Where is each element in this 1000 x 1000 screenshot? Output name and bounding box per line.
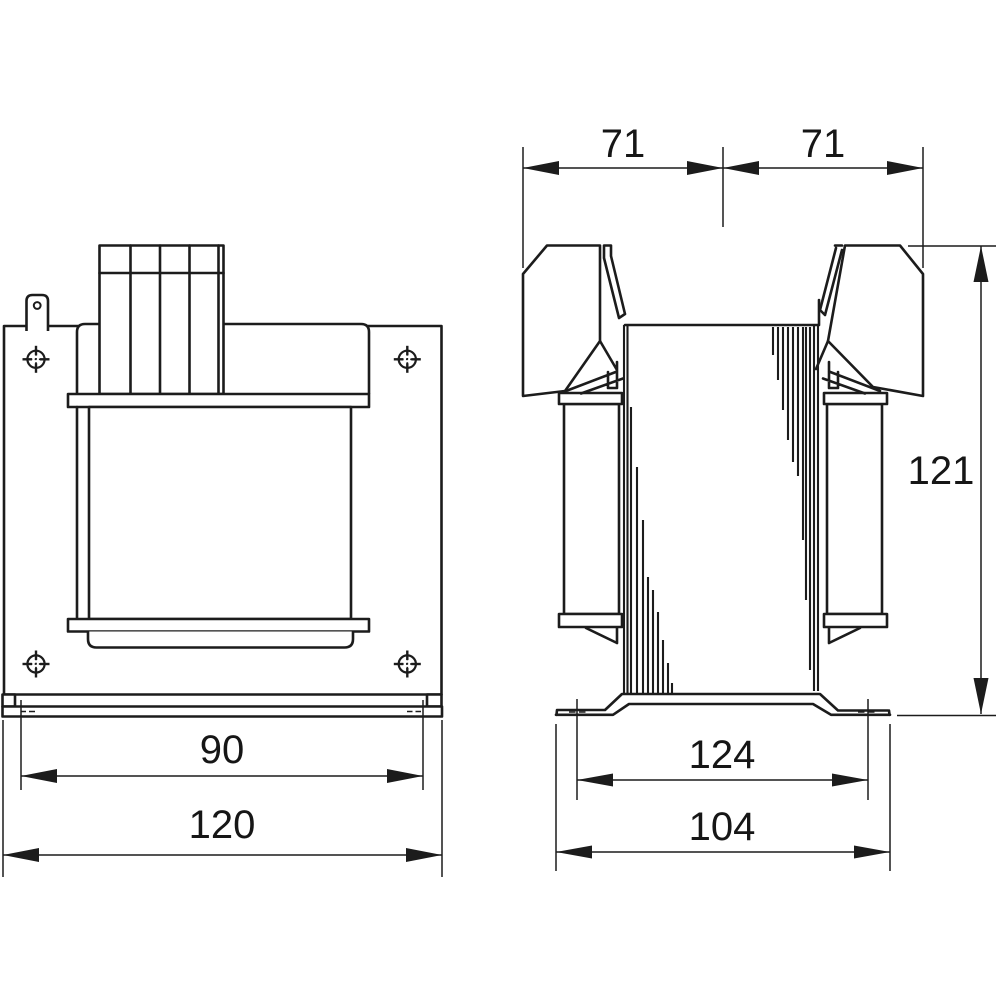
- lamination-hatch-left: [629, 407, 674, 693]
- coil-flange-top: [822, 391, 889, 406]
- bracket-bent-tab: [602, 244, 627, 320]
- arrowhead: [523, 161, 559, 175]
- arrowhead: [21, 769, 57, 783]
- mounting-hole-mark: [393, 650, 421, 678]
- coil-body: [825, 402, 884, 616]
- mounting-foot: [554, 692, 892, 717]
- dimension-label: 124: [689, 733, 756, 777]
- terminal-block-body: [98, 244, 225, 396]
- arrowhead: [832, 773, 868, 787]
- bracket-plate: [521, 244, 602, 398]
- terminal-block: [98, 244, 225, 396]
- coil-gusset: [827, 626, 862, 645]
- mounting-hole-mark: [22, 650, 50, 678]
- arrowhead: [577, 773, 613, 787]
- mounting-hole-marks: [22, 345, 421, 678]
- front-base-plate: [1, 693, 444, 718]
- arrowhead: [406, 848, 442, 862]
- core-column: [622, 323, 820, 693]
- arrowhead: [887, 161, 923, 175]
- bracket-bent-tab: [818, 244, 844, 317]
- coil-right: [822, 391, 889, 645]
- lug-hole: [32, 301, 42, 310]
- bracket-right: [814, 244, 925, 398]
- coil-gusset: [584, 626, 619, 645]
- arrowhead: [973, 678, 989, 714]
- coil-flange-bottom: [822, 612, 889, 629]
- arrowhead: [854, 845, 890, 859]
- terminal-lug: [25, 293, 50, 331]
- foot-end-cap: [887, 709, 891, 717]
- dimension-label: 120: [189, 803, 256, 847]
- front-view: 90 120: [1, 244, 444, 877]
- side-view: 71 71 121 124 104: [521, 122, 996, 871]
- dim-front-overall-width: 120: [2, 720, 443, 877]
- bracket-gusset-lines: [564, 339, 625, 395]
- mounting-hole-mark: [393, 345, 421, 373]
- coil-flange-bottom: [557, 612, 624, 629]
- bobbin-flange-bottom: [66, 617, 371, 633]
- dim-front-hole-spacing: 90: [20, 700, 424, 790]
- dimension-label: 121: [908, 449, 975, 493]
- arrowhead: [687, 161, 723, 175]
- arrowhead: [3, 848, 39, 862]
- bobbin-bottom-cap: [86, 631, 355, 649]
- bracket-gusset-lines: [814, 298, 882, 395]
- coil-window: [87, 405, 353, 621]
- arrowhead: [387, 769, 423, 783]
- coil-left: [557, 391, 624, 645]
- base-lip-right: [425, 693, 443, 708]
- dim-side-half-widths: 71 71: [522, 122, 924, 268]
- base-lip-left: [1, 693, 17, 708]
- foot-top-profile: [556, 692, 890, 712]
- dim-overall-height: 121: [897, 245, 996, 717]
- arrowhead: [723, 161, 759, 175]
- foot-bottom-profile: [554, 702, 892, 717]
- arrowhead: [973, 246, 989, 282]
- dimension-label: 104: [689, 805, 756, 849]
- dimension-label: 90: [200, 728, 245, 772]
- dimension-label: 71: [801, 122, 846, 166]
- mounting-hole-mark: [22, 345, 50, 373]
- lamination-hatch-right: [771, 327, 812, 670]
- coil-body: [562, 402, 621, 616]
- dim-foot-slot-spacing: 124: [576, 699, 869, 800]
- arrowhead: [556, 845, 592, 859]
- bracket-left: [521, 244, 627, 398]
- bracket-plate: [826, 244, 925, 398]
- bobbin-flange-top: [66, 392, 371, 409]
- dim-base-depth: 104: [555, 724, 891, 871]
- dimension-label: 71: [601, 122, 646, 166]
- coil-flange-top: [557, 391, 624, 406]
- base-plate: [1, 705, 444, 718]
- foot-end-cap: [555, 708, 559, 717]
